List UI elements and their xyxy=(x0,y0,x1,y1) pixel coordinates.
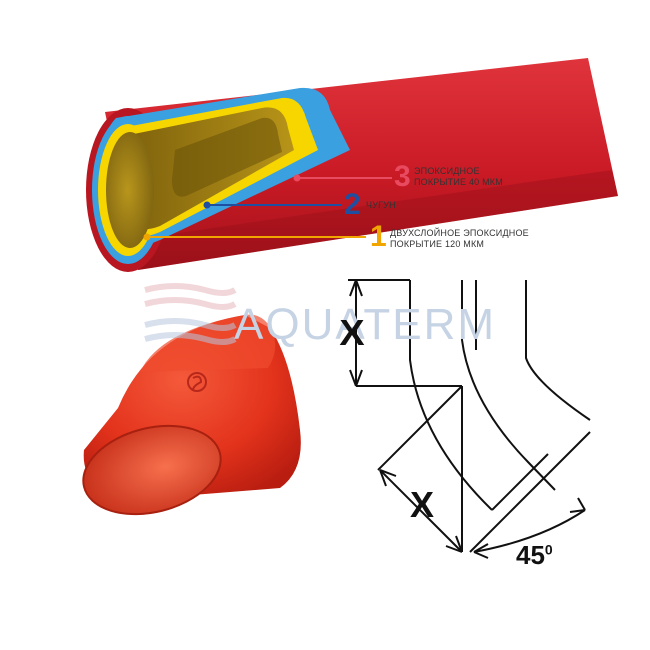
logo-mark xyxy=(187,372,207,392)
angle-label: 450 xyxy=(516,540,553,571)
pipe-cutaway xyxy=(86,58,618,272)
watermark-logo xyxy=(144,283,237,345)
dimension-x-diagonal: X xyxy=(410,484,435,525)
layer-number-2: 2 xyxy=(344,188,361,221)
watermark-text: AQUATERM xyxy=(234,300,497,349)
pipe-inner-opening xyxy=(106,132,154,248)
technical-drawing xyxy=(348,279,591,559)
layer-text-2: ЧУГУН xyxy=(366,200,396,210)
elbow-opening xyxy=(83,425,221,515)
layer-text-3: ЭПОКСИДНОЕ ПОКРЫТИЕ 40 МКМ xyxy=(414,166,503,187)
elbow-fitting-45 xyxy=(82,314,301,516)
layer-text-1: ДВУХСЛОЙНОЕ ЭПОКСИДНОЕ ПОКРЫТИЕ 120 МКМ xyxy=(390,228,529,249)
dimension-x-vertical: X xyxy=(339,312,365,353)
angle-unit: 0 xyxy=(544,541,553,558)
layer-number-3: 3 xyxy=(394,160,411,193)
layer-leaders xyxy=(143,174,392,241)
layer-number-1: 1 xyxy=(370,220,387,253)
angle-value: 45 xyxy=(516,540,545,570)
